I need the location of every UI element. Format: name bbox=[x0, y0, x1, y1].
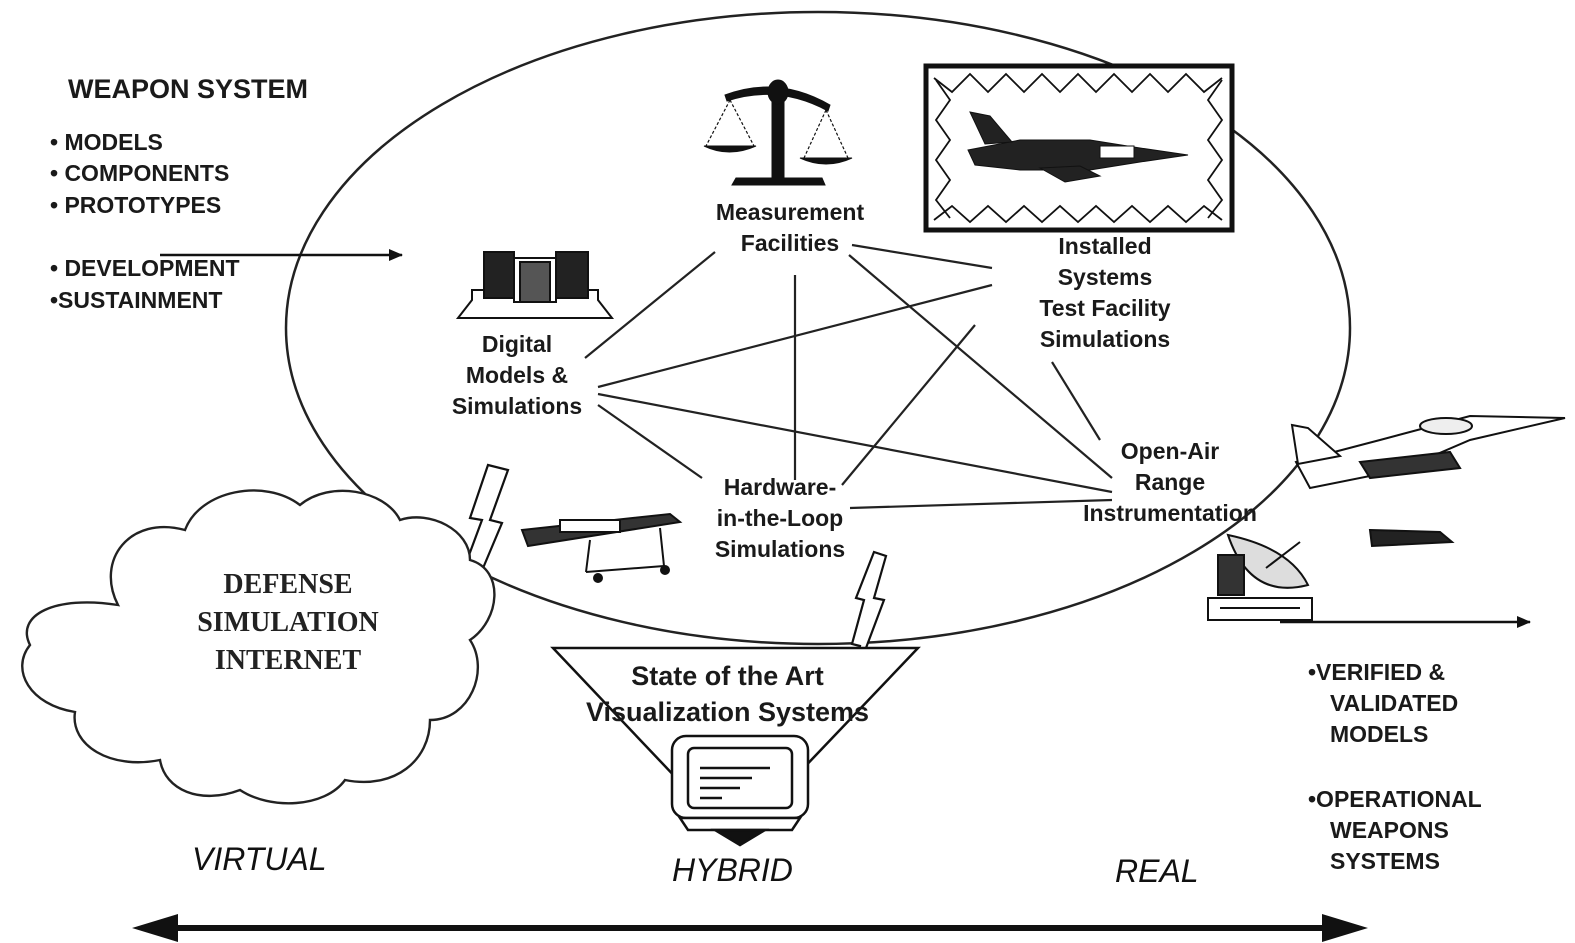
connection-lines bbox=[584, 243, 1113, 510]
viz-label-line: Visualization Systems bbox=[585, 697, 870, 727]
aircraft-icon bbox=[1290, 414, 1566, 548]
installed-systems-frame bbox=[923, 63, 1235, 233]
virtual-real-axis-arrow bbox=[132, 914, 1368, 942]
weapon-system-item-prototypes: • PROTOTYPES bbox=[50, 192, 222, 218]
node-installed-systems: Installed Systems Test Facility Simulati… bbox=[1005, 231, 1205, 355]
output-line: •VERIFIED & bbox=[1308, 659, 1446, 685]
process-ellipse bbox=[284, 10, 1352, 646]
output-line: SYSTEMS bbox=[1330, 848, 1440, 874]
weapon-system-item-components: • COMPONENTS bbox=[50, 160, 230, 186]
cloud-icon bbox=[21, 489, 496, 805]
node-label-line: Models & bbox=[465, 362, 569, 388]
output-line: •OPERATIONAL bbox=[1308, 786, 1482, 812]
computer-monitor-icon bbox=[670, 734, 810, 847]
weapon-system-title: WEAPON SYSTEM bbox=[68, 74, 309, 104]
node-label-line: Instrumentation bbox=[1083, 500, 1257, 526]
building-icon bbox=[455, 251, 615, 319]
node-label-line: Open-Air bbox=[1120, 438, 1220, 464]
node-label-line: Hardware- bbox=[723, 474, 837, 500]
node-label-line: Measurement bbox=[715, 199, 865, 225]
radar-dish-icon bbox=[1207, 533, 1313, 621]
axis-label-real: REAL bbox=[1115, 853, 1199, 889]
node-open-air-range: Open-Air Range Instrumentation bbox=[1065, 436, 1275, 529]
output-operational-systems: •OPERATIONAL WEAPONS SYSTEMS bbox=[1308, 784, 1482, 877]
node-digital-models: Digital Models & Simulations bbox=[432, 329, 602, 422]
node-label-line: Simulations bbox=[714, 536, 846, 562]
axis-label-hybrid: HYBRID bbox=[672, 852, 793, 888]
node-hardware-in-the-loop: Hardware- in-the-Loop Simulations bbox=[690, 472, 870, 565]
node-label-line: Digital bbox=[481, 331, 553, 357]
visualization-systems-label: State of the Art Visualization Systems bbox=[545, 658, 910, 730]
missile-test-stand-icon bbox=[520, 512, 683, 583]
node-label-line: Simulations bbox=[1039, 326, 1171, 352]
output-line: VALIDATED bbox=[1330, 690, 1459, 716]
output-line: WEAPONS bbox=[1330, 817, 1449, 843]
weapon-system-item-development: • DEVELOPMENT bbox=[50, 255, 240, 281]
axis-label-virtual: VIRTUAL bbox=[192, 841, 327, 877]
fighter-jet-icon bbox=[967, 111, 1189, 183]
dsi-label-line: INTERNET bbox=[214, 645, 362, 676]
node-label-line: Test Facility bbox=[1039, 295, 1171, 321]
scales-icon bbox=[703, 79, 853, 186]
output-line: MODELS bbox=[1330, 721, 1429, 747]
dsi-label-line: SIMULATION bbox=[197, 607, 379, 638]
node-label-line: Simulations bbox=[451, 393, 583, 419]
node-measurement-facilities: Measurement Facilities bbox=[690, 197, 890, 259]
weapon-system-item-sustainment: •SUSTAINMENT bbox=[50, 287, 223, 313]
defense-simulation-internet-label: DEFENSE SIMULATION INTERNET bbox=[168, 566, 408, 680]
node-label-line: Installed bbox=[1058, 233, 1152, 259]
node-label-line: in-the-Loop bbox=[716, 505, 844, 531]
node-label-line: Facilities bbox=[740, 230, 840, 256]
node-label-line: Systems bbox=[1057, 264, 1153, 290]
node-label-line: Range bbox=[1134, 469, 1206, 495]
output-verified-models: •VERIFIED & VALIDATED MODELS bbox=[1308, 657, 1458, 750]
weapon-system-item-models: • MODELS bbox=[50, 129, 163, 155]
dsi-label-line: DEFENSE bbox=[223, 569, 353, 600]
viz-label-line: State of the Art bbox=[631, 661, 824, 691]
